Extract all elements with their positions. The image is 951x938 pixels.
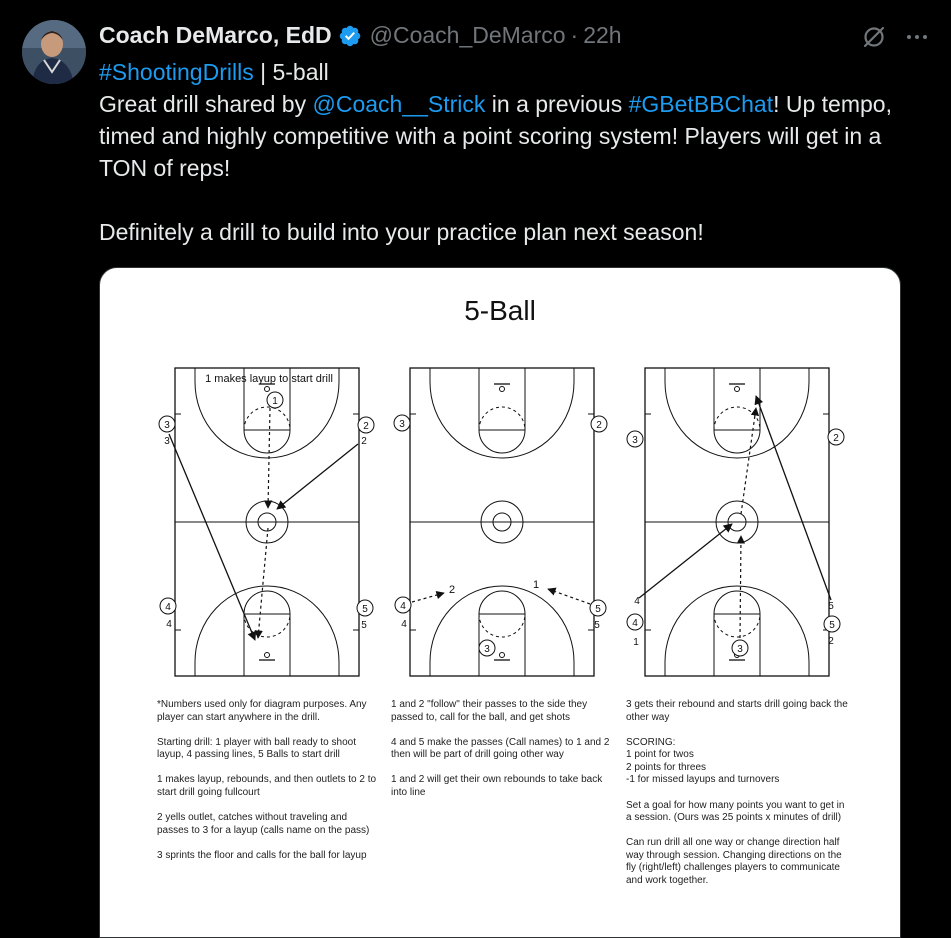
court3-player-4: 4 [632,618,638,629]
col3-note-1: 3 gets their rebound and starts drill go… [626,699,848,723]
tweet-line-2-c: ! Up tempo, timed and highly competitive… [99,91,892,181]
court2-player-4: 4 [400,601,406,612]
tweet-actions-top [861,24,929,50]
hashtag-shootingdrills[interactable]: #ShootingDrills [99,59,254,85]
diagram-notes-column-1: *Numbers used only for diagram purposes.… [157,699,377,875]
header-separator: · [570,22,579,48]
court3-label-4: 4 [634,596,640,607]
col3-note-goal: Set a goal for how many points you want … [626,799,845,824]
court3-label-2: 2 [828,636,834,647]
court2-label-4: 4 [401,619,407,630]
diagram-notes-column-3: 3 gets their rebound and starts drill go… [626,699,850,900]
tweet-line-2: Great drill shared by @Coach__Strick in … [99,88,909,184]
more-options-icon[interactable] [905,25,929,49]
court2-player-3-bottom: 3 [484,644,490,655]
col2-note-2: 4 and 5 make the passes (Call names) to … [391,736,610,761]
tweet-line-2-a: Great drill shared by [99,91,313,117]
col2-note-1: 1 and 2 "follow" their passes to the sid… [391,699,588,723]
court3-player-3: 3 [632,435,638,446]
court1-label-2: 2 [361,436,367,447]
diagram-title: 5-Ball [464,295,536,326]
court-2: 3 2 4 4 5 5 3 2 1 [393,367,608,677]
court1-player-2: 2 [363,421,369,432]
court3-player-5: 5 [829,620,835,631]
col3-scoring-penalty: -1 for missed layups and turnovers [626,774,780,786]
tweet-text: #ShootingDrills | 5-ball Great drill sha… [99,56,909,248]
hashtag-gbetbbchat[interactable]: #GBetBBChat [628,91,774,117]
verified-badge-icon [338,24,362,48]
tweet-header: Coach DeMarco, EdD @Coach_DeMarco · 22h [99,22,622,49]
col3-scoring-twos: 1 point for twos [626,749,694,761]
col3-scoring-heading: SCORING: [626,736,676,748]
court2-label-1: 1 [533,579,539,591]
col3-scoring-threes: 2 points for threes [626,761,707,773]
court1-player-1: 1 [272,396,278,407]
col3-note-direction: Can run drill all one way or change dire… [626,837,842,887]
col1-note-1: *Numbers used only for diagram purposes.… [157,699,367,723]
court2-player-5: 5 [595,604,601,615]
grok-icon[interactable] [861,24,887,50]
court1-player-4: 4 [165,602,171,613]
tweet-media-image[interactable]: 5-Ball 1 makes layup to start drill 1 3 … [99,267,901,938]
court-3: 3 2 4 4 1 5 5 2 3 [626,367,845,677]
court1-player-3: 3 [164,420,170,431]
tweet-line-1: #ShootingDrills | 5-ball [99,56,909,88]
diagram-notes-column-2: 1 and 2 "follow" their passes to the sid… [391,699,613,812]
court3-player-2: 2 [833,433,839,444]
tweet-line-1-rest: | 5-ball [253,59,329,85]
court3-label-1: 1 [633,637,639,648]
court1-label-4: 4 [166,619,172,630]
court-1: 1 makes layup to start drill 1 3 3 2 2 4… [158,367,375,677]
court1-label-5: 5 [361,620,367,631]
avatar[interactable] [22,20,86,84]
post-time[interactable]: 22h [583,22,622,48]
col2-note-3: 1 and 2 will get their own rebounds to t… [391,774,603,798]
court3-player-3-bottom: 3 [737,644,743,655]
court2-label-5: 5 [594,620,600,631]
court1-label-3: 3 [164,436,170,447]
court3-label-5: 5 [828,601,834,612]
col1-note-3: 1 makes layup, rebounds, and then outlet… [157,774,377,798]
drill-diagram: 5-Ball 1 makes layup to start drill 1 3 … [158,295,845,677]
court1-note: 1 makes layup to start drill [205,373,333,385]
mention-coach-strick[interactable]: @Coach__Strick [312,91,486,117]
tweet-line-3: Definitely a drill to build into your pr… [99,219,704,245]
avatar-photo [22,20,86,84]
col1-note-2: Starting drill: 1 player with ball ready… [157,736,356,761]
court1-player-5: 5 [362,604,368,615]
author-name[interactable]: Coach DeMarco, EdD [99,22,332,48]
court2-player-3: 3 [399,419,405,430]
court2-player-2: 2 [596,420,602,431]
tweet-line-2-b: in a previous [485,91,629,117]
author-handle[interactable]: @Coach_DeMarco [369,22,566,48]
col1-note-5: 3 sprints the floor and calls for the ba… [157,849,367,861]
col3-scoring-block: SCORING: 1 point for twos 2 points for t… [626,737,850,787]
court2-label-2: 2 [449,584,455,596]
col1-note-4: 2 yells outlet, catches without travelin… [157,812,370,836]
